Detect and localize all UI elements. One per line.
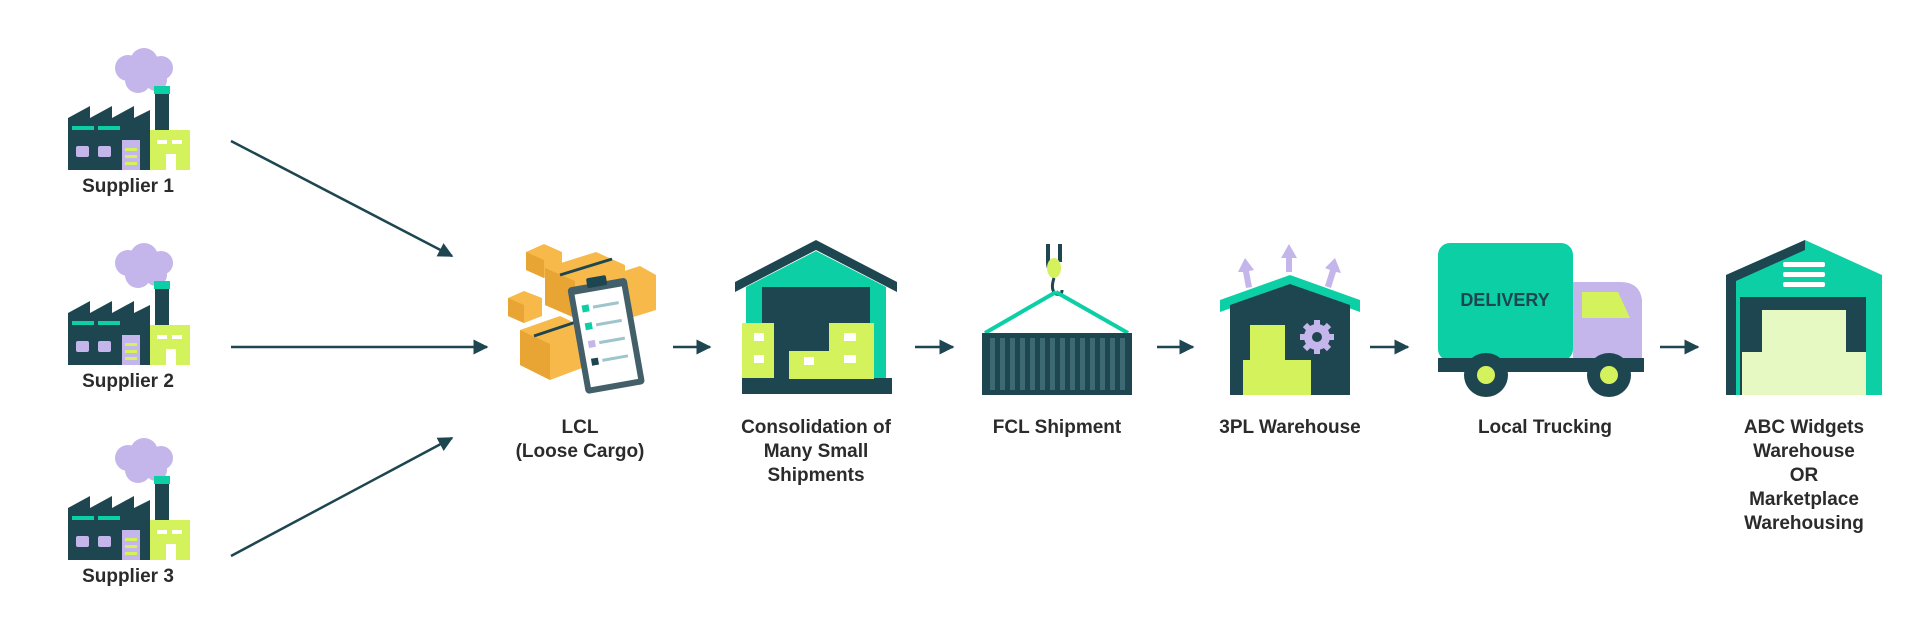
supplier-2-label: Supplier 2 (82, 371, 174, 392)
step-3pl-warehouse-label: 3PL Warehouse (1219, 417, 1361, 438)
3pl-warehouse-icon (1220, 244, 1360, 395)
boxes-clipboard-icon (508, 244, 656, 394)
supplier-1-label: Supplier 1 (82, 176, 174, 197)
supplier-3-label: Supplier 3 (82, 566, 174, 587)
supplier-1-factory-icon (68, 48, 190, 170)
step-fcl-shipment-label: FCL Shipment (992, 417, 1122, 438)
step-destination-label: ABC Widgets Warehouse OR Marketplace War… (1743, 417, 1865, 534)
warehouse-icon (735, 240, 897, 394)
step-consolidation-label: Consolidation of Many Small Shipments (741, 417, 891, 486)
arrow-supplier-3 (230, 436, 454, 558)
delivery-truck-icon: DELIVERY (1438, 243, 1644, 397)
gear-icon (1300, 320, 1334, 354)
supplier-3-factory-icon (68, 438, 190, 560)
step-lcl-label: LCL (Loose Cargo) (515, 417, 645, 462)
supplier-2-factory-icon (68, 243, 190, 365)
destination-warehouse-icon (1726, 240, 1882, 395)
arrow-supplier-1 (230, 139, 454, 258)
shipping-container-icon (982, 244, 1132, 395)
outbound-arrows-icon (1238, 244, 1341, 288)
step-local-trucking-label: Local Trucking (1477, 417, 1613, 438)
truck-delivery-text: DELIVERY (1460, 290, 1549, 310)
supplier-arrows (230, 139, 489, 558)
